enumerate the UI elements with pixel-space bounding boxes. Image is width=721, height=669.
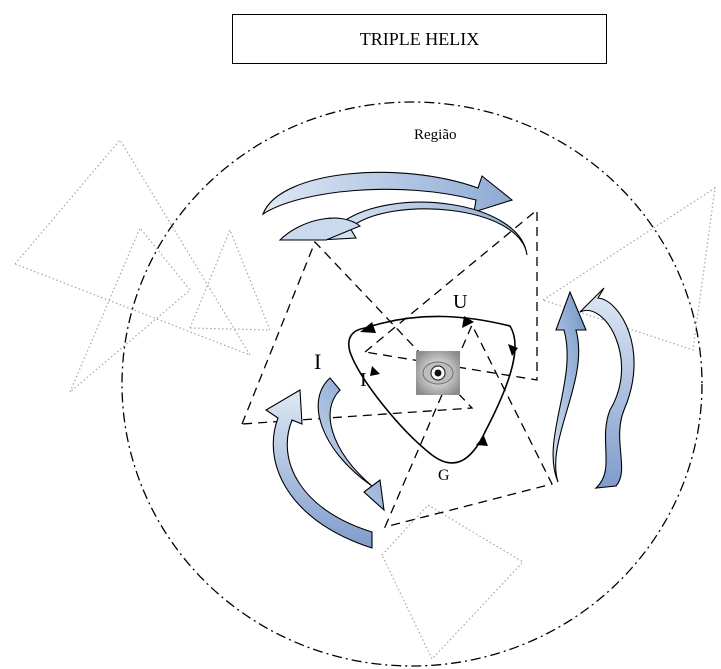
dotted-triangles — [13, 138, 716, 661]
dotted-triangle-left-small — [69, 226, 191, 393]
curved-arrow-icon — [261, 171, 514, 216]
right-curved-arrows — [552, 287, 635, 489]
dotted-triangle-bottom — [381, 504, 524, 661]
triangle-arrowhead-icon — [360, 322, 376, 333]
region-boundary — [121, 101, 703, 667]
diagram-title: TRIPLE HELIX — [359, 28, 480, 49]
triangle-arrowhead-icon — [508, 344, 518, 356]
inner-cycle — [348, 315, 518, 464]
curved-arrow-icon — [552, 290, 587, 483]
top-curved-arrows — [261, 171, 528, 256]
university-label: U — [453, 291, 468, 313]
industry-inner-label: I — [360, 369, 367, 391]
left-curved-arrows — [264, 377, 385, 549]
curved-arrow-icon — [264, 389, 373, 549]
triangle-arrowhead-icon — [462, 316, 474, 328]
dotted-triangle-left-large — [13, 138, 252, 357]
region-label: Região — [414, 127, 457, 143]
dotted-triangle-left-mid — [189, 228, 271, 331]
dashed-triangle-3 — [383, 323, 553, 528]
government-label: G — [438, 467, 450, 484]
industry-outer-label: I — [314, 349, 321, 374]
curved-arrow-icon — [317, 377, 385, 512]
curved-arrow-icon — [579, 287, 635, 489]
inner-cycle-path — [348, 315, 516, 464]
eye-emblem-icon — [416, 351, 460, 395]
title-box: TRIPLE HELIX — [232, 14, 607, 64]
triangle-arrowhead-icon — [476, 436, 488, 446]
curved-arrow-icon — [278, 217, 362, 241]
triangle-arrowhead-icon — [370, 366, 380, 376]
dashed-triangle-1 — [241, 240, 474, 425]
